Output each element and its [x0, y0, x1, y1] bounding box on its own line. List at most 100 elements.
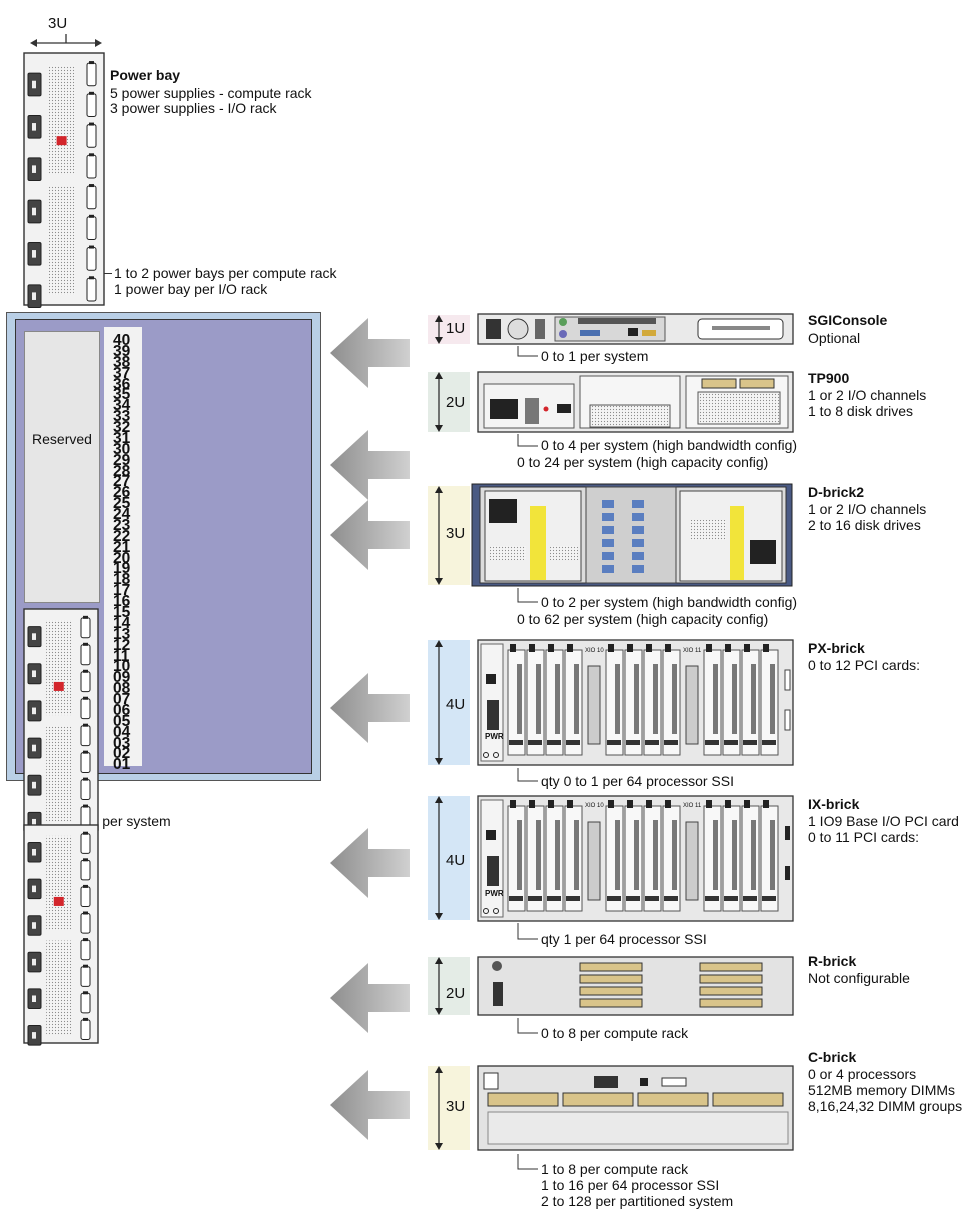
- rack-power-bay-lower-drawing-socket-4: [81, 940, 90, 960]
- hm-1u-arrow-bottom: [435, 337, 443, 344]
- cbrick-chassis: [478, 1066, 793, 1150]
- device-cbrick: [478, 1066, 793, 1150]
- rack-power-bay-lower-drawing-socket-3: [81, 914, 90, 934]
- device-ixbrick-pci-slot-6: [644, 806, 661, 911]
- hm-3u-dbrick-arrow-top: [435, 486, 443, 493]
- rbrick-router-port-left-0: [580, 963, 642, 971]
- height-label-3u-dbrick: 3U: [446, 526, 465, 542]
- hm-4u-px-arrow-top: [435, 640, 443, 647]
- sgiconsole-io-panel: [555, 317, 665, 341]
- rack-power-bay-lower-drawing-led: [54, 897, 64, 906]
- device-ixbrick-xio-connector-0: [588, 822, 600, 900]
- device-pxbrick-pci-slot-9: [723, 650, 740, 755]
- leader-console: [518, 346, 538, 356]
- rbrick-chassis: [478, 957, 793, 1015]
- brick-ixbrick-desc1: 1 IO9 Base I/O PCI card: [808, 813, 959, 829]
- cbrick-numalink-port-1: [563, 1093, 633, 1106]
- sgiconsole-chassis: [478, 314, 793, 344]
- rbrick-router-port-right-3: [700, 999, 762, 1007]
- rack-power-bay-lower-drawing-socket-0: [81, 834, 90, 854]
- height-label-3u-c: 3U: [446, 1099, 465, 1115]
- brick-dbrick2-desc2: 2 to 16 disk drives: [808, 517, 921, 533]
- brick-sgiconsole-qty: 0 to 1 per system: [541, 348, 648, 364]
- tp900-psu: [484, 384, 574, 428]
- device-pxbrick-power-switch: [486, 674, 496, 684]
- device-tp900: [478, 372, 793, 432]
- hm-1u-arrow-top: [435, 315, 443, 322]
- device-pxbrick-power-panel: [481, 644, 503, 761]
- height-label-4u-px: 4U: [446, 697, 465, 713]
- rack-power-bay-lower-drawing-frame: [24, 825, 98, 1043]
- dbrick2-bezel: [472, 484, 792, 586]
- sgiconsole-drive-bay: [698, 319, 783, 339]
- brick-ixbrick-desc2: 0 to 11 PCI cards:: [808, 829, 919, 845]
- device-pxbrick-pci-slot-8: [704, 650, 721, 755]
- arrow-0: [330, 318, 410, 388]
- device-ixbrick-pci-slot-9: [723, 806, 740, 911]
- sgiconsole-power-inlet: [486, 319, 501, 339]
- device-ixbrick-pci-slot-5: [625, 806, 642, 911]
- brick-rbrick-qty: 0 to 8 per compute rack: [541, 1025, 688, 1041]
- brick-dbrick2-name: D-brick2: [808, 484, 864, 500]
- power-bay-line1: 5 power supplies - compute rack: [110, 85, 312, 101]
- dbrick2-chassis: [480, 487, 786, 583]
- brick-ixbrick-name: IX-brick: [808, 796, 859, 812]
- rack-power-bay-lower-drawing-socket-5: [81, 967, 90, 987]
- power-bay-width-label: 3U: [48, 16, 67, 32]
- device-pxbrick-pci-slot-5: [625, 650, 642, 755]
- brick-tp900-qty2: 0 to 24 per system (high capacity config…: [517, 454, 768, 470]
- hm-4u-px-arrow-bottom: [435, 758, 443, 765]
- brick-rbrick-name: R-brick: [808, 953, 856, 969]
- device-ixbrick-pci-slot-1: [527, 806, 544, 911]
- power-bay-line2: 3 power supplies - I/O rack: [110, 100, 277, 116]
- device-ixbrick-pci-slot-7: [663, 806, 680, 911]
- rack-power-bay-lower-drawing-socket-1: [81, 860, 90, 880]
- rack-power-bay-lower-drawing-outlet-0: [28, 842, 41, 862]
- device-pxbrick-pci-slot-2: [546, 650, 563, 755]
- ix-xio10-label: XIO 10: [585, 803, 604, 809]
- dbrick2-psu-right: [680, 491, 782, 581]
- device-pxbrick-chassis: [478, 640, 793, 765]
- height-label-1u: 1U: [446, 321, 465, 337]
- power-bay-note-leader: [100, 273, 112, 274]
- cbrick-power-switch: [484, 1073, 498, 1089]
- arrow-4-shape: [330, 828, 410, 898]
- px-xio10-label: XIO 10: [585, 648, 604, 654]
- arrow-3-shape: [330, 673, 410, 743]
- rbrick-router-port-left-2: [580, 987, 642, 995]
- dbrick2-psu-left: [485, 491, 581, 581]
- cbrick-lower-panel: [488, 1112, 788, 1144]
- hm-3u-c-arrow-top: [435, 1066, 443, 1073]
- arrow-6: [330, 1070, 410, 1140]
- rack-power-bay-lower-drawing-outlet-1: [28, 879, 41, 899]
- cbrick-numalink-port-2: [638, 1093, 708, 1106]
- rack-power-bay-lower-drawing-socket-2: [81, 887, 90, 907]
- rack-qty: Qty: 1 to 24 per system: [26, 813, 171, 829]
- device-ixbrick-pci-slot-11: [761, 806, 778, 911]
- arrow-1: [330, 430, 410, 500]
- arrow-2: [330, 500, 410, 570]
- rbrick-router-port-right-1: [700, 975, 762, 983]
- arrow-5: [330, 963, 410, 1033]
- device-pxbrick: [478, 640, 793, 765]
- rack-power-bay-lower-drawing-outlet-5: [28, 1026, 41, 1046]
- rack-power-bay-lower-drawing-vent-lower: [46, 941, 71, 1035]
- tp900-power-inlet: [490, 399, 518, 419]
- arrow-1-shape: [330, 430, 410, 500]
- rack-power-bay-lower-drawing-outlet-2: [28, 916, 41, 936]
- brick-cbrick-name: C-brick: [808, 1049, 856, 1065]
- dbrick2-controller: [586, 487, 676, 583]
- px-xio11-label: XIO 11: [683, 648, 701, 654]
- ix-xio11-label: XIO 11: [683, 803, 701, 809]
- leader-px: [518, 768, 538, 781]
- rack-power-bay-lower-drawing-socket-6: [81, 993, 90, 1013]
- dbrick2-handle-right: [730, 506, 744, 580]
- ix-pwr-label: PWR: [485, 889, 504, 898]
- brick-dbrick2-qty2: 0 to 62 per system (high capacity config…: [517, 611, 768, 627]
- device-ixbrick-chassis: [478, 796, 793, 921]
- dbrick2-fan-right: [750, 540, 776, 564]
- hm-3u-c-arrow-bottom: [435, 1143, 443, 1150]
- device-ixbrick: [478, 796, 793, 921]
- device-pxbrick-xio-connector-1: [686, 666, 698, 744]
- arrow-2-shape: [330, 500, 410, 570]
